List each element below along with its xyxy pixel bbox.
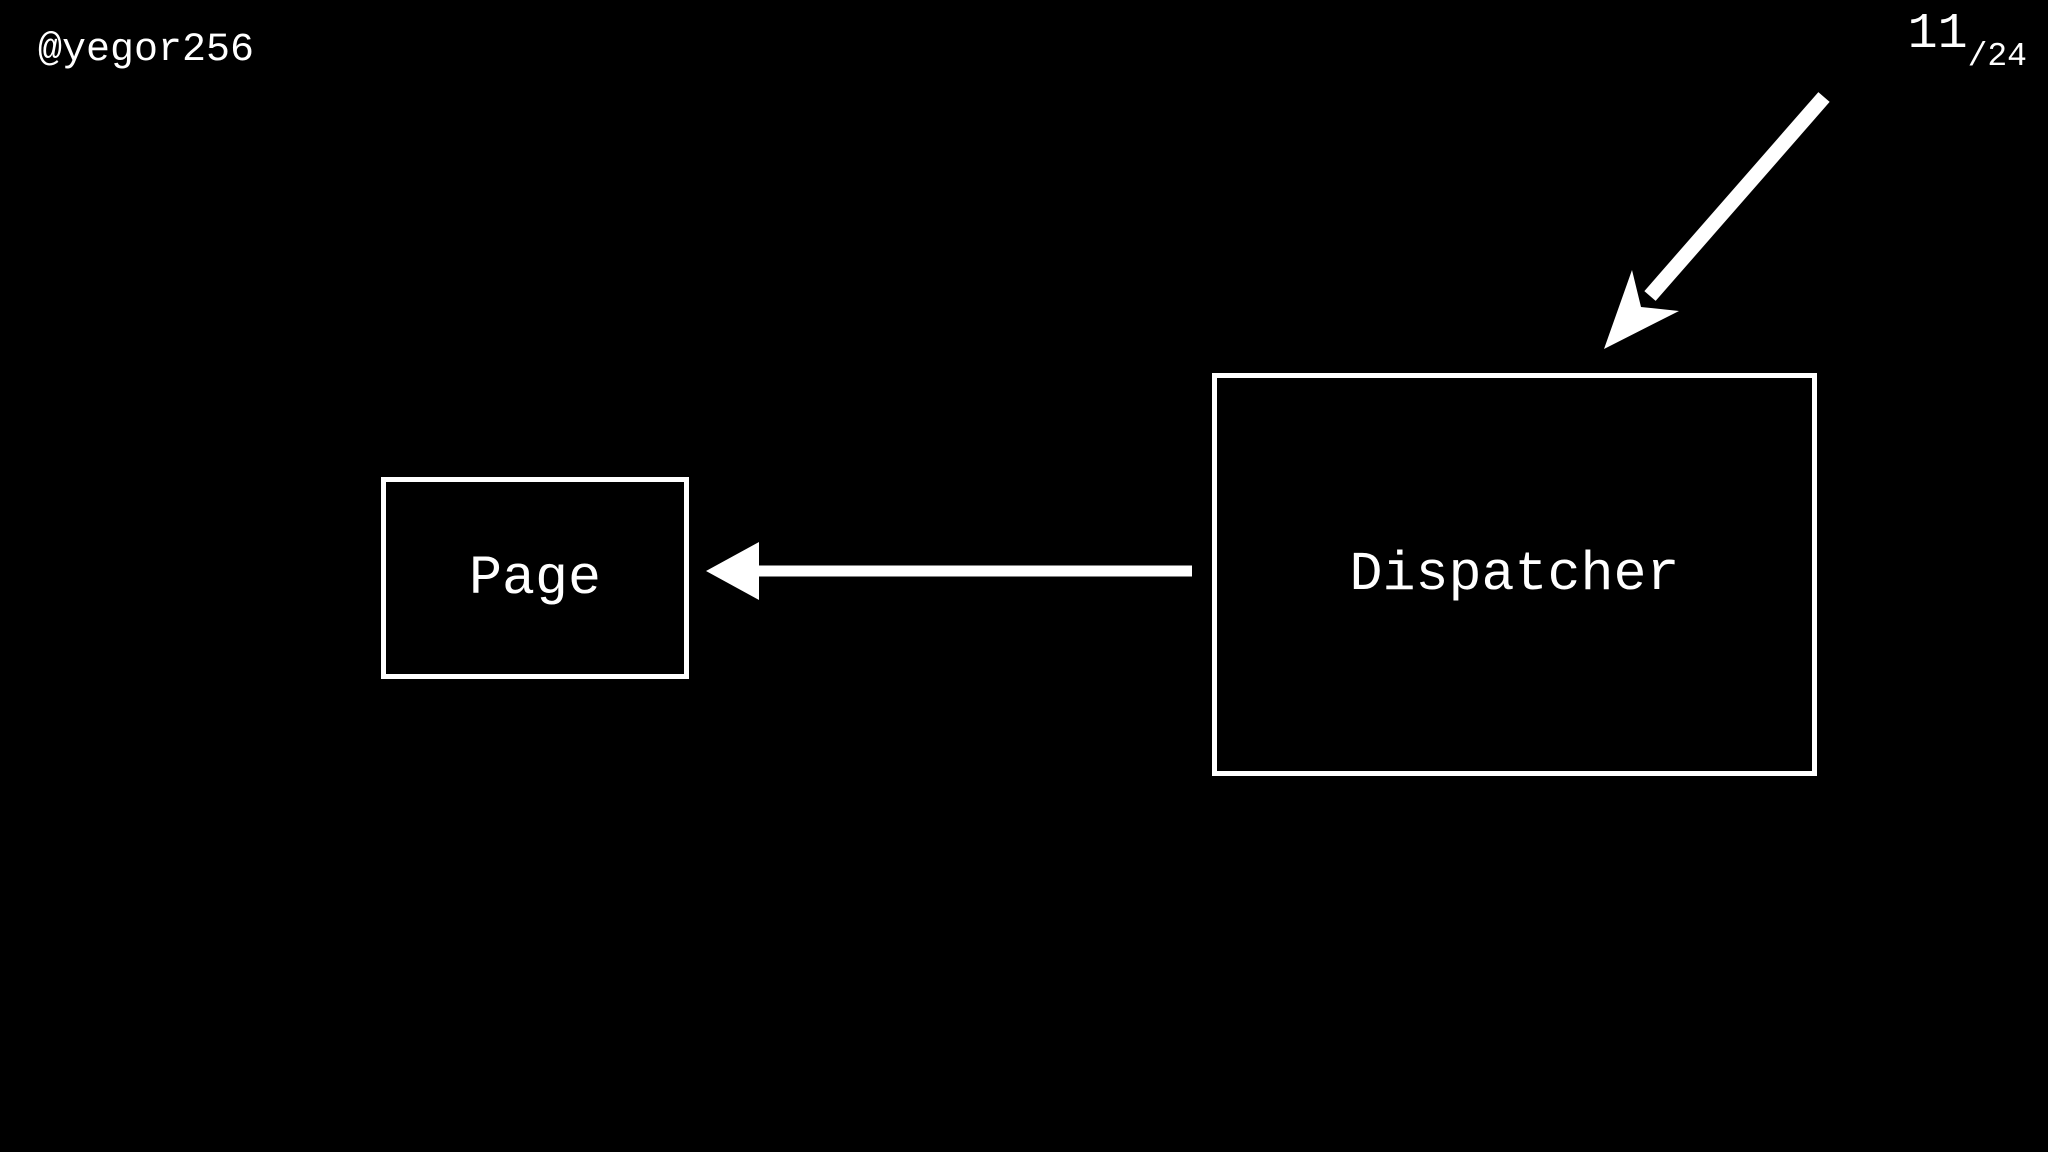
node-page-label: Page	[468, 546, 602, 610]
author-handle: @yegor256	[38, 28, 255, 73]
slide-number-current: 11	[1907, 6, 1968, 63]
arrow-dispatcher-to-page-head-icon	[706, 542, 759, 600]
node-dispatcher-label: Dispatcher	[1349, 543, 1680, 606]
arrow-into-dispatcher-head-icon	[1604, 270, 1679, 349]
slide-number-total: /24	[1967, 38, 2027, 75]
node-dispatcher: Dispatcher	[1212, 373, 1817, 776]
arrow-into-dispatcher-shaft	[1644, 92, 1830, 301]
slide-number: 11/24	[1908, 10, 2027, 74]
arrow-into-dispatcher	[1604, 92, 1830, 349]
node-page: Page	[381, 477, 689, 679]
arrow-dispatcher-to-page	[706, 542, 1192, 600]
